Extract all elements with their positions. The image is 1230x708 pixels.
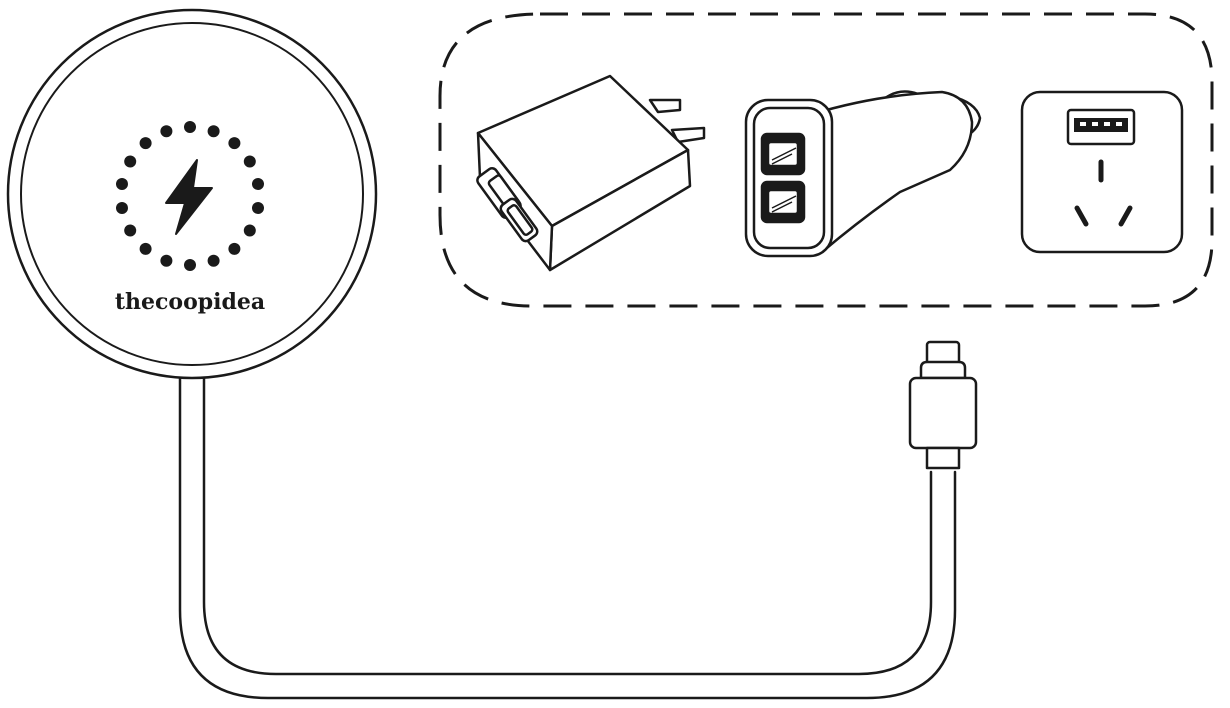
power-source-group — [438, 12, 1214, 308]
charging-dot — [184, 121, 196, 133]
usb-wall-adapter-icon — [476, 74, 706, 272]
charging-dot — [252, 202, 264, 214]
charging-dot-ring — [116, 121, 264, 271]
charging-dot — [124, 155, 137, 168]
charging-dot — [228, 137, 241, 150]
charging-dot — [160, 254, 173, 267]
charging-dot — [116, 202, 128, 214]
charging-dot — [243, 155, 256, 168]
lightning-bolt-icon — [165, 159, 213, 235]
usb-wall-socket-icon — [1020, 90, 1184, 254]
charging-cable — [178, 376, 957, 700]
charging-dot — [207, 125, 220, 138]
charging-dot — [116, 178, 128, 190]
usb-plug-icon — [908, 340, 978, 470]
wireless-charging-pad-icon: thecoopidea — [6, 8, 378, 380]
charging-dot — [160, 125, 173, 138]
charging-dot — [243, 224, 256, 237]
charging-dot — [139, 242, 152, 255]
charging-dot — [139, 137, 152, 150]
brand-name: thecoopidea — [115, 289, 265, 315]
charging-dot — [124, 224, 137, 237]
usb-car-charger-icon — [744, 90, 982, 258]
charging-dot — [184, 259, 196, 271]
charging-dot — [252, 178, 264, 190]
charging-dot — [228, 242, 241, 255]
charging-dot — [207, 254, 220, 267]
